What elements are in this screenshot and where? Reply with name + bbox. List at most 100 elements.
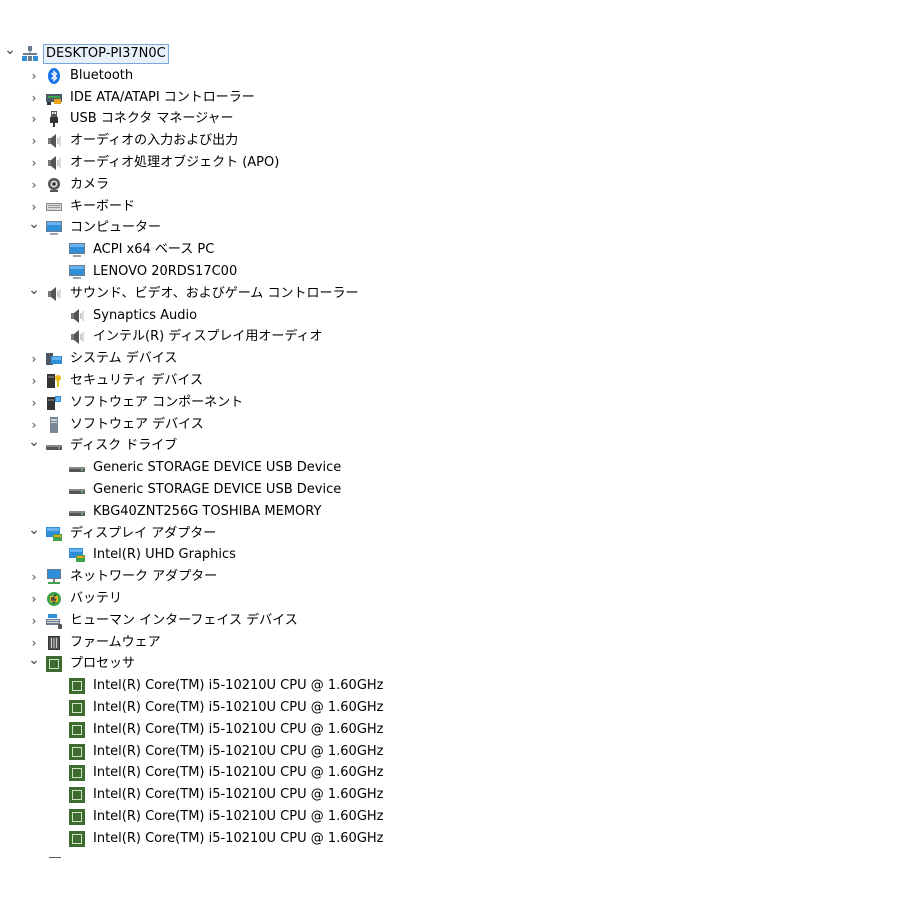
disk-drive-icon bbox=[45, 437, 63, 455]
chevron-down-icon[interactable]: ⌄ bbox=[4, 42, 16, 58]
tree-category[interactable]: ›セキュリティ デバイス bbox=[0, 370, 880, 392]
tree-category[interactable]: › バッテリ bbox=[0, 588, 880, 610]
tree-child-item[interactable]: LENOVO 20RDS17C00 bbox=[0, 261, 880, 283]
processor-icon bbox=[68, 808, 86, 826]
tree-child-item[interactable]: KBG40ZNT256G TOSHIBA MEMORY bbox=[0, 501, 880, 523]
tree-child-item[interactable]: Intel(R) Core(TM) i5-10210U CPU @ 1.60GH… bbox=[0, 719, 880, 741]
tree-category[interactable]: › ソフトウェア コンポーネント bbox=[0, 392, 880, 414]
tree-item-label: USB コネクタ マネージャー bbox=[70, 111, 234, 127]
processor-icon bbox=[68, 743, 86, 761]
chevron-right-icon[interactable]: › bbox=[31, 395, 37, 410]
monitor-icon bbox=[68, 241, 86, 259]
battery-icon bbox=[45, 590, 63, 608]
disk-drive-icon bbox=[68, 481, 86, 499]
tree-child-item[interactable]: Intel(R) Core(TM) i5-10210U CPU @ 1.60GH… bbox=[0, 697, 880, 719]
monitor-icon bbox=[68, 263, 86, 281]
tree-item-label: LENOVO 20RDS17C00 bbox=[93, 263, 238, 279]
chevron-right-icon[interactable]: › bbox=[31, 90, 37, 105]
tree-child-item[interactable]: Generic STORAGE DEVICE USB Device bbox=[0, 479, 880, 501]
tree-category[interactable]: › キーボード bbox=[0, 196, 880, 218]
tree-item-label: Intel(R) Core(TM) i5-10210U CPU @ 1.60GH… bbox=[93, 765, 384, 781]
tree-child-item[interactable]: Intel(R) Core(TM) i5-10210U CPU @ 1.60GH… bbox=[0, 675, 880, 697]
speaker-icon bbox=[45, 285, 63, 303]
chevron-right-icon[interactable]: › bbox=[31, 570, 37, 585]
tree-category[interactable]: ⌄プロセッサ bbox=[0, 652, 880, 675]
chevron-down-icon[interactable]: ⌄ bbox=[28, 434, 40, 451]
disk-drive-icon bbox=[68, 459, 86, 477]
chevron-right-icon[interactable]: › bbox=[31, 373, 37, 388]
tree-category[interactable]: ⌄ コンピューター bbox=[0, 216, 880, 239]
chevron-right-icon[interactable]: › bbox=[31, 134, 37, 149]
tree-category[interactable]: › オーディオの入力および出力 bbox=[0, 130, 880, 152]
network-adapter-icon bbox=[45, 568, 63, 586]
tree-category[interactable]: › ネットワーク アダプター bbox=[0, 566, 880, 588]
processor-icon bbox=[68, 830, 86, 848]
tree-category[interactable]: ›オーディオ処理オブジェクト (APO) bbox=[0, 152, 880, 174]
tree-item-label: インテル(R) ディスプレイ用オーディオ bbox=[93, 329, 323, 345]
tree-category[interactable]: › Bluetooth bbox=[0, 65, 880, 87]
chevron-right-icon[interactable]: › bbox=[31, 635, 37, 650]
tree-child-item[interactable]: ACPI x64 ベース PC bbox=[0, 239, 880, 261]
tree-category[interactable]: ⌄ ディスプレイ アダプター bbox=[0, 521, 880, 545]
tree-child-item[interactable]: Intel(R) Core(TM) i5-10210U CPU @ 1.60GH… bbox=[0, 828, 880, 850]
tree-category[interactable]: ›ヒューマン インターフェイス デバイス bbox=[0, 610, 880, 632]
tree-child-item[interactable]: Generic STORAGE DEVICE USB Device bbox=[0, 457, 880, 479]
keyboard-icon bbox=[45, 198, 63, 216]
processor-icon bbox=[68, 677, 86, 695]
tree-item-label: ディスプレイ アダプター bbox=[70, 525, 217, 541]
ide-controller-icon bbox=[45, 89, 63, 107]
tree-category[interactable]: › USB コネクタ マネージャー bbox=[0, 108, 880, 130]
tree-child-item[interactable]: Synaptics Audio bbox=[0, 305, 880, 327]
software-device-icon bbox=[45, 416, 63, 434]
tree-item-label: サウンド、ビデオ、およびゲーム コントローラー bbox=[70, 285, 359, 301]
tree-category[interactable]: ›IDE ATA/ATAPI コントローラー bbox=[0, 87, 880, 109]
chevron-right-icon[interactable]: › bbox=[31, 417, 37, 432]
processor-icon bbox=[68, 721, 86, 739]
chevron-right-icon[interactable]: › bbox=[31, 613, 37, 628]
tree-item-label: Intel(R) Core(TM) i5-10210U CPU @ 1.60GH… bbox=[93, 743, 384, 759]
chevron-right-icon[interactable]: › bbox=[31, 352, 37, 367]
chevron-right-icon[interactable]: › bbox=[31, 591, 37, 606]
tree-child-item[interactable]: Intel(R) Core(TM) i5-10210U CPU @ 1.60GH… bbox=[0, 741, 880, 763]
chevron-down-icon[interactable]: ⌄ bbox=[28, 216, 40, 233]
tree-category[interactable]: ›ファームウェア bbox=[0, 632, 880, 654]
chevron-right-icon[interactable]: › bbox=[31, 155, 37, 170]
tree-item-label: コンピューター bbox=[70, 220, 162, 236]
tree-child-item[interactable]: Intel(R) UHD Graphics bbox=[0, 544, 880, 566]
speaker-icon bbox=[45, 154, 63, 172]
bluetooth-icon bbox=[45, 67, 63, 85]
processor-icon bbox=[45, 655, 63, 673]
chevron-right-icon[interactable]: › bbox=[31, 112, 37, 127]
tree-item-label: Generic STORAGE DEVICE USB Device bbox=[93, 460, 342, 476]
chevron-right-icon[interactable]: › bbox=[31, 177, 37, 192]
tree-item-label: ソフトウェア コンポーネント bbox=[70, 394, 244, 410]
chevron-right-icon[interactable]: › bbox=[31, 199, 37, 214]
partially-visible-item-icon bbox=[48, 852, 62, 858]
tree-item-label: ネットワーク アダプター bbox=[70, 569, 218, 585]
processor-icon bbox=[68, 764, 86, 782]
tree-category[interactable]: ›ソフトウェア デバイス bbox=[0, 414, 880, 436]
tree-child-item[interactable]: Intel(R) Core(TM) i5-10210U CPU @ 1.60GH… bbox=[0, 762, 880, 784]
tree-category[interactable]: ⌄ディスク ドライブ bbox=[0, 434, 880, 457]
tree-child-item[interactable]: インテル(R) ディスプレイ用オーディオ bbox=[0, 326, 880, 348]
processor-icon bbox=[68, 786, 86, 804]
tree-item-label: Intel(R) Core(TM) i5-10210U CPU @ 1.60GH… bbox=[93, 830, 384, 846]
tree-root-node[interactable]: ⌄DESKTOP-PI37N0C bbox=[0, 42, 880, 65]
tree-item-label: Bluetooth bbox=[70, 67, 134, 83]
tree-item-label: バッテリ bbox=[70, 590, 123, 606]
tree-category[interactable]: ›カメラ bbox=[0, 174, 880, 196]
chevron-down-icon[interactable]: ⌄ bbox=[28, 521, 40, 538]
chevron-down-icon[interactable]: ⌄ bbox=[28, 281, 40, 298]
tree-category[interactable]: ›システム デバイス bbox=[0, 348, 880, 370]
security-key-icon bbox=[45, 372, 63, 390]
tree-category[interactable]: ⌄ サウンド、ビデオ、およびゲーム コントローラー bbox=[0, 281, 880, 305]
tree-item-label: オーディオの入力および出力 bbox=[70, 133, 239, 149]
chevron-down-icon[interactable]: ⌄ bbox=[28, 652, 40, 669]
device-tree[interactable]: ⌄DESKTOP-PI37N0C › Bluetooth ›IDE ATA/ATAPI… bbox=[0, 42, 880, 850]
tree-child-item[interactable]: Intel(R) Core(TM) i5-10210U CPU @ 1.60GH… bbox=[0, 806, 880, 828]
tree-item-label: Intel(R) Core(TM) i5-10210U CPU @ 1.60GH… bbox=[93, 678, 384, 694]
speaker-icon bbox=[68, 328, 86, 346]
tree-item-label: キーボード bbox=[70, 198, 136, 214]
chevron-right-icon[interactable]: › bbox=[31, 68, 37, 83]
tree-child-item[interactable]: Intel(R) Core(TM) i5-10210U CPU @ 1.60GH… bbox=[0, 784, 880, 806]
